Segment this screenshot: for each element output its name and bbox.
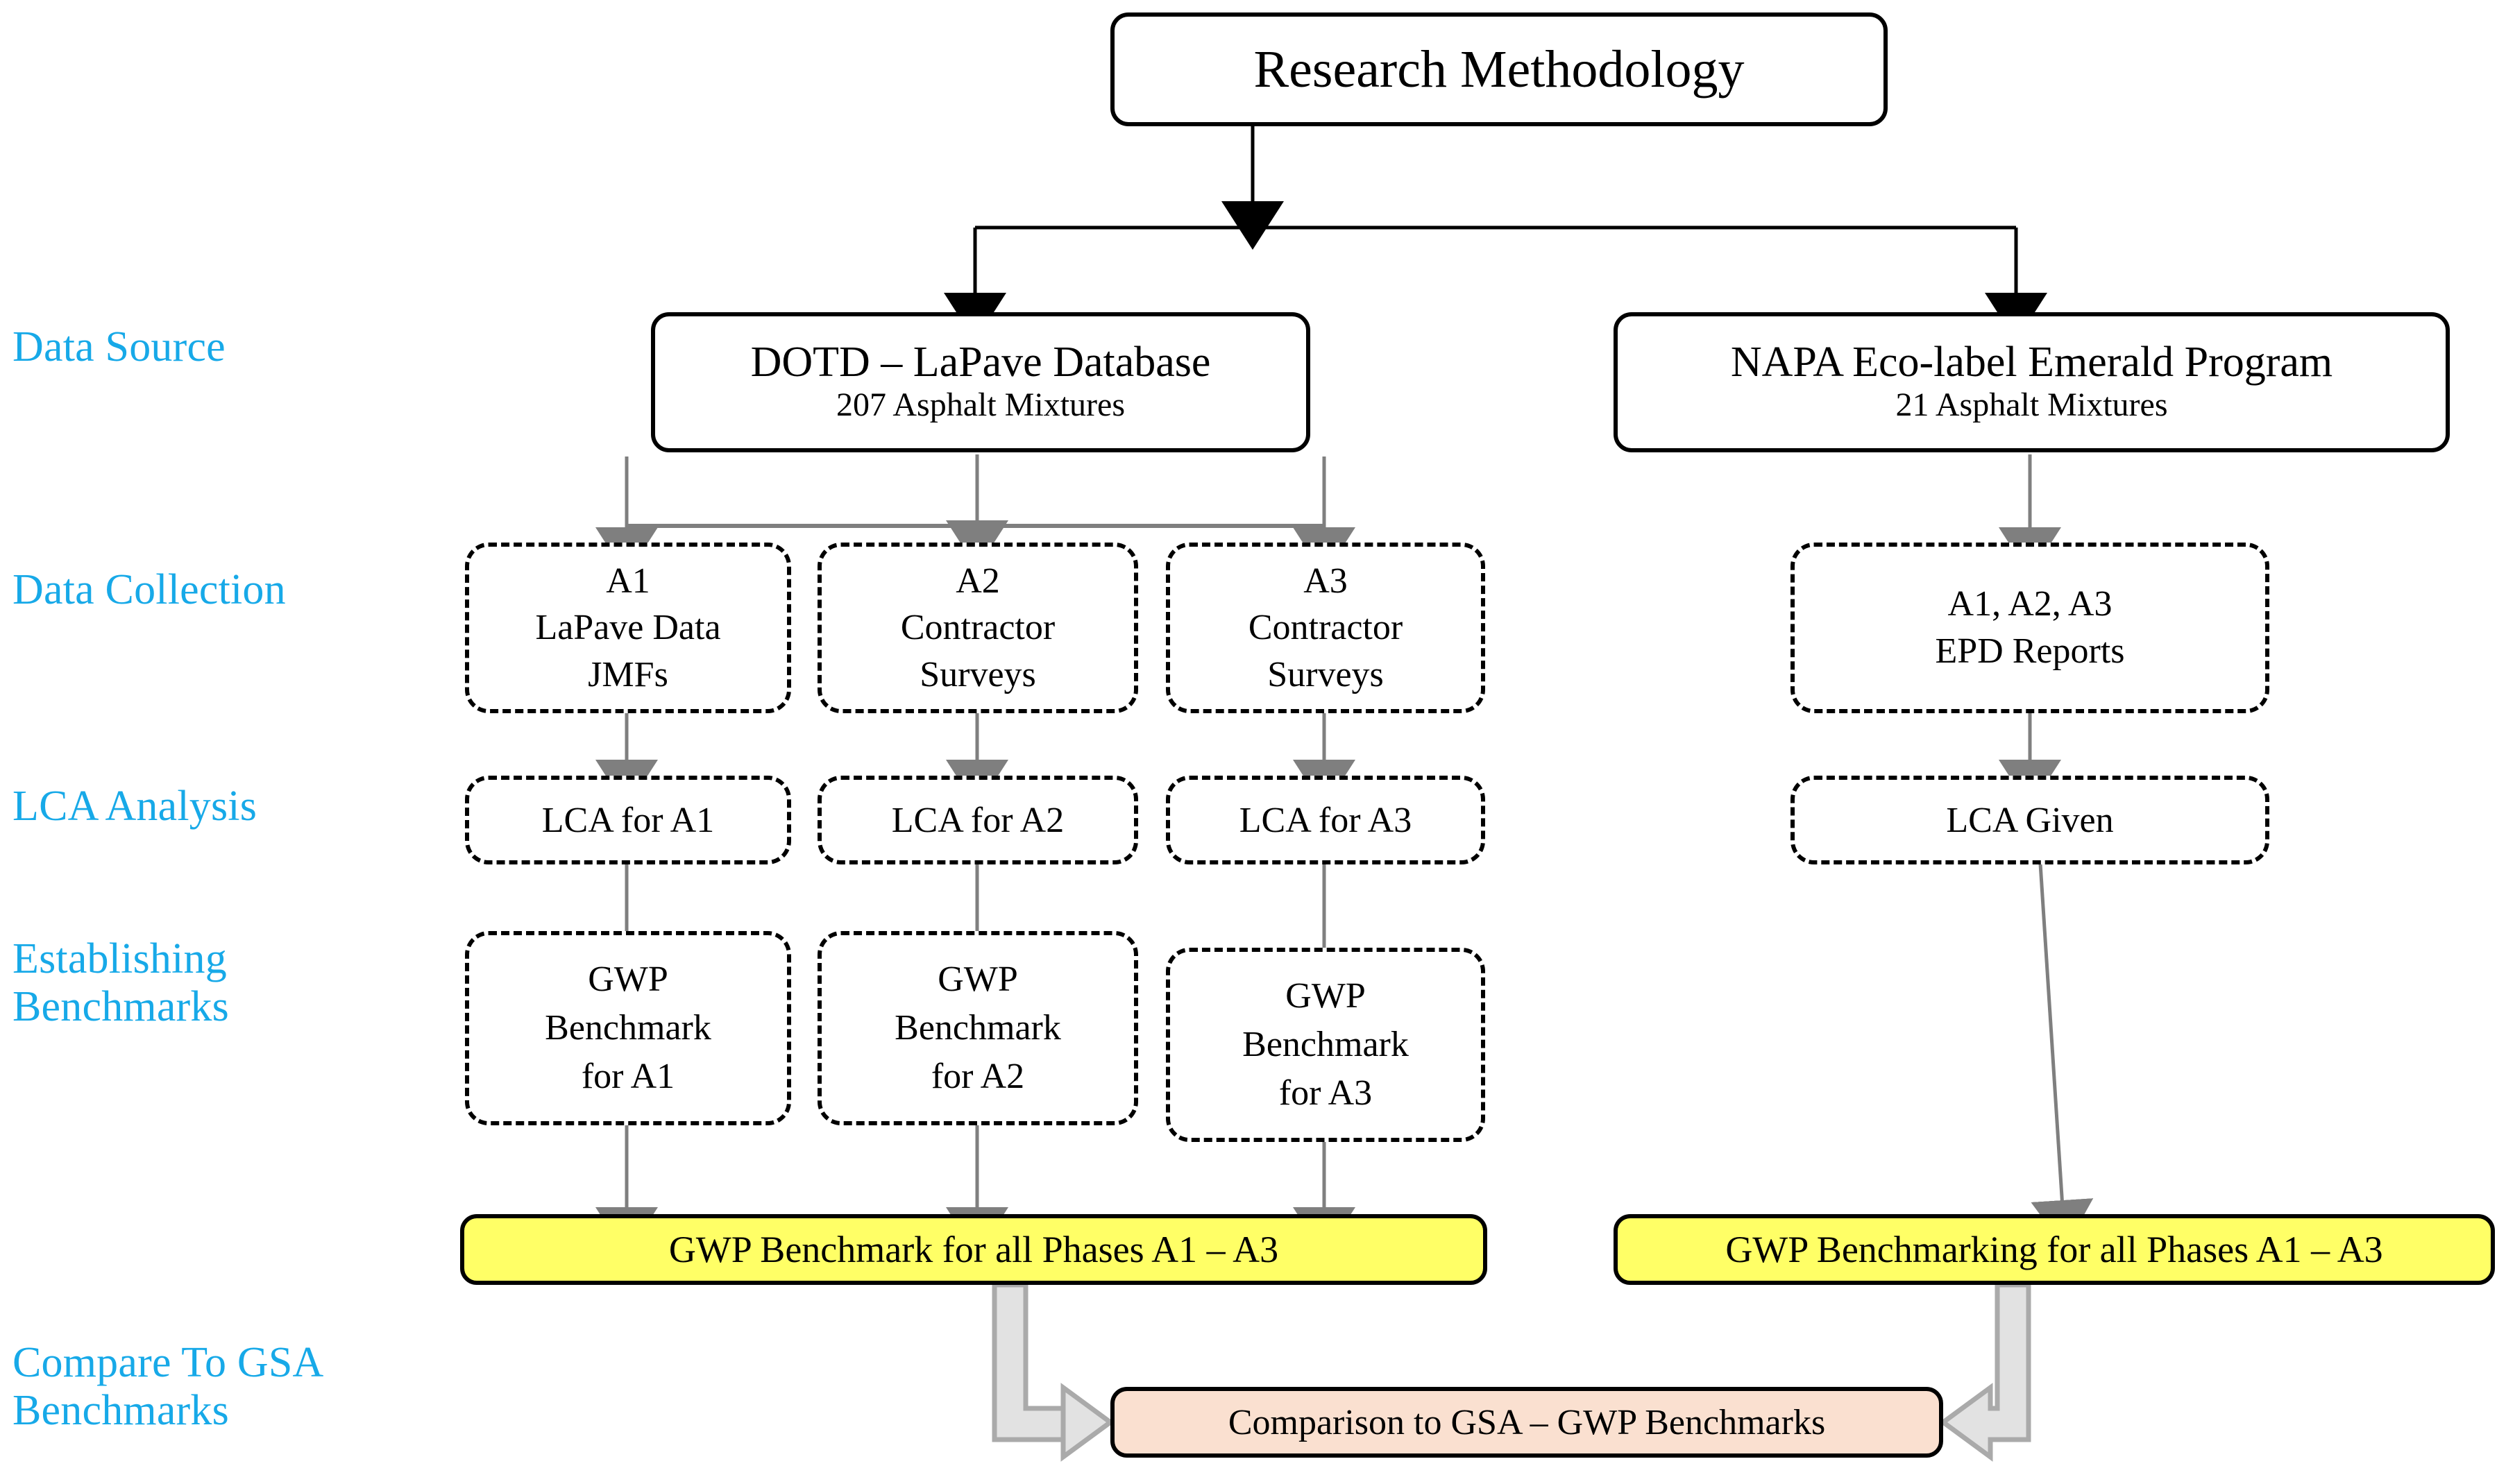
node-title-text: Research Methodology bbox=[1253, 40, 1745, 99]
block-arrow-right-to-comparison bbox=[1939, 1282, 2031, 1462]
node-lca-given[interactable]: LCA Given bbox=[1790, 776, 2269, 864]
node-gwp-a3-line1: GWP bbox=[1285, 976, 1366, 1016]
connector-collection-to-lca bbox=[595, 713, 2061, 808]
node-gwp-all-phases-right[interactable]: GWP Benchmarking for all Phases A1 – A3 bbox=[1614, 1214, 2495, 1285]
node-comparison-to-gsa-gwp-benchmarks[interactable]: Comparison to GSA – GWP Benchmarks bbox=[1110, 1387, 1943, 1458]
node-napa-line1: NAPA Eco-label Emerald Program bbox=[1730, 338, 2333, 386]
node-a1-line1: A1 bbox=[606, 561, 650, 601]
node-gwp-benchmark-a2[interactable]: GWP Benchmark for A2 bbox=[818, 931, 1138, 1125]
node-epd-line2: EPD Reports bbox=[1935, 631, 2125, 671]
node-gwp-benchmark-a1[interactable]: GWP Benchmark for A1 bbox=[465, 931, 791, 1125]
node-lca-a2-text: LCA for A2 bbox=[891, 800, 1065, 840]
node-a3-line2: Contractor bbox=[1248, 608, 1403, 648]
node-dotd-line1: DOTD – LaPave Database bbox=[750, 338, 1211, 386]
node-napa-a1-a2-a3-epd-reports[interactable]: A1, A2, A3 EPD Reports bbox=[1790, 543, 2269, 713]
node-research-methodology[interactable]: Research Methodology bbox=[1110, 12, 1888, 126]
node-dotd-line2: 207 Asphalt Mixtures bbox=[836, 386, 1125, 423]
node-gwp-a2-line2: Benchmark bbox=[895, 1008, 1061, 1048]
node-a3-line3: Surveys bbox=[1267, 654, 1384, 694]
node-gwp-a2-line1: GWP bbox=[938, 960, 1018, 1000]
node-a2-line2: Contractor bbox=[900, 608, 1056, 648]
node-gwp-a3-line2: Benchmark bbox=[1242, 1025, 1409, 1065]
node-lca-a1-text: LCA for A1 bbox=[541, 800, 715, 840]
stage-label-data-source: Data Source bbox=[12, 323, 226, 370]
node-gwp-a2-line3: for A2 bbox=[931, 1056, 1025, 1096]
node-napa-eco-label-emerald-program[interactable]: NAPA Eco-label Emerald Program 21 Asphal… bbox=[1614, 312, 2450, 452]
node-a3-line1: A3 bbox=[1303, 561, 1348, 601]
node-lca-given-text: LCA Given bbox=[1946, 800, 2114, 840]
node-gwp-all-right-text: GWP Benchmarking for all Phases A1 – A3 bbox=[1725, 1229, 2383, 1270]
node-dotd-lapave-database[interactable]: DOTD – LaPave Database 207 Asphalt Mixtu… bbox=[651, 312, 1310, 452]
node-gwp-a3-line3: for A3 bbox=[1278, 1073, 1373, 1113]
node-a1-lapave-data-jmfs[interactable]: A1 LaPave Data JMFs bbox=[465, 543, 791, 713]
node-comparison-text: Comparison to GSA – GWP Benchmarks bbox=[1228, 1402, 1826, 1442]
stage-label-compare-to-gsa: Compare To GSA Benchmarks bbox=[12, 1339, 324, 1435]
stage-label-lca-analysis: LCA Analysis bbox=[12, 783, 257, 830]
block-arrow-left-to-comparison bbox=[992, 1282, 1115, 1462]
node-a2-line1: A2 bbox=[956, 561, 1000, 601]
node-epd-line1: A1, A2, A3 bbox=[1947, 584, 2113, 624]
node-lca-for-a3[interactable]: LCA for A3 bbox=[1166, 776, 1485, 864]
node-lca-a3-text: LCA for A3 bbox=[1239, 800, 1412, 840]
node-gwp-all-phases-left[interactable]: GWP Benchmark for all Phases A1 – A3 bbox=[460, 1214, 1487, 1285]
node-a1-line3: JMFs bbox=[588, 654, 668, 694]
node-gwp-all-left-text: GWP Benchmark for all Phases A1 – A3 bbox=[668, 1229, 1279, 1270]
node-gwp-benchmark-a3[interactable]: GWP Benchmark for A3 bbox=[1166, 948, 1485, 1142]
node-a2-contractor-surveys[interactable]: A2 Contractor Surveys bbox=[818, 543, 1138, 713]
node-gwp-a1-line3: for A1 bbox=[581, 1056, 675, 1096]
connector-dotd-to-collection bbox=[595, 454, 1355, 576]
stage-label-establishing-benchmarks: Establishing Benchmarks bbox=[12, 935, 229, 1031]
connector-lca-given-to-aggregate bbox=[2031, 863, 2094, 1249]
node-gwp-a1-line2: Benchmark bbox=[545, 1008, 711, 1048]
node-a2-line3: Surveys bbox=[920, 654, 1036, 694]
node-lca-for-a2[interactable]: LCA for A2 bbox=[818, 776, 1138, 864]
node-napa-line2: 21 Asphalt Mixtures bbox=[1895, 386, 2168, 423]
node-a1-line2: LaPave Data bbox=[535, 608, 721, 648]
node-a3-contractor-surveys[interactable]: A3 Contractor Surveys bbox=[1166, 543, 1485, 713]
node-lca-for-a1[interactable]: LCA for A1 bbox=[465, 776, 791, 864]
stage-label-data-collection: Data Collection bbox=[12, 566, 286, 613]
connector-title-to-sources bbox=[944, 126, 2047, 341]
node-gwp-a1-line1: GWP bbox=[588, 960, 668, 1000]
